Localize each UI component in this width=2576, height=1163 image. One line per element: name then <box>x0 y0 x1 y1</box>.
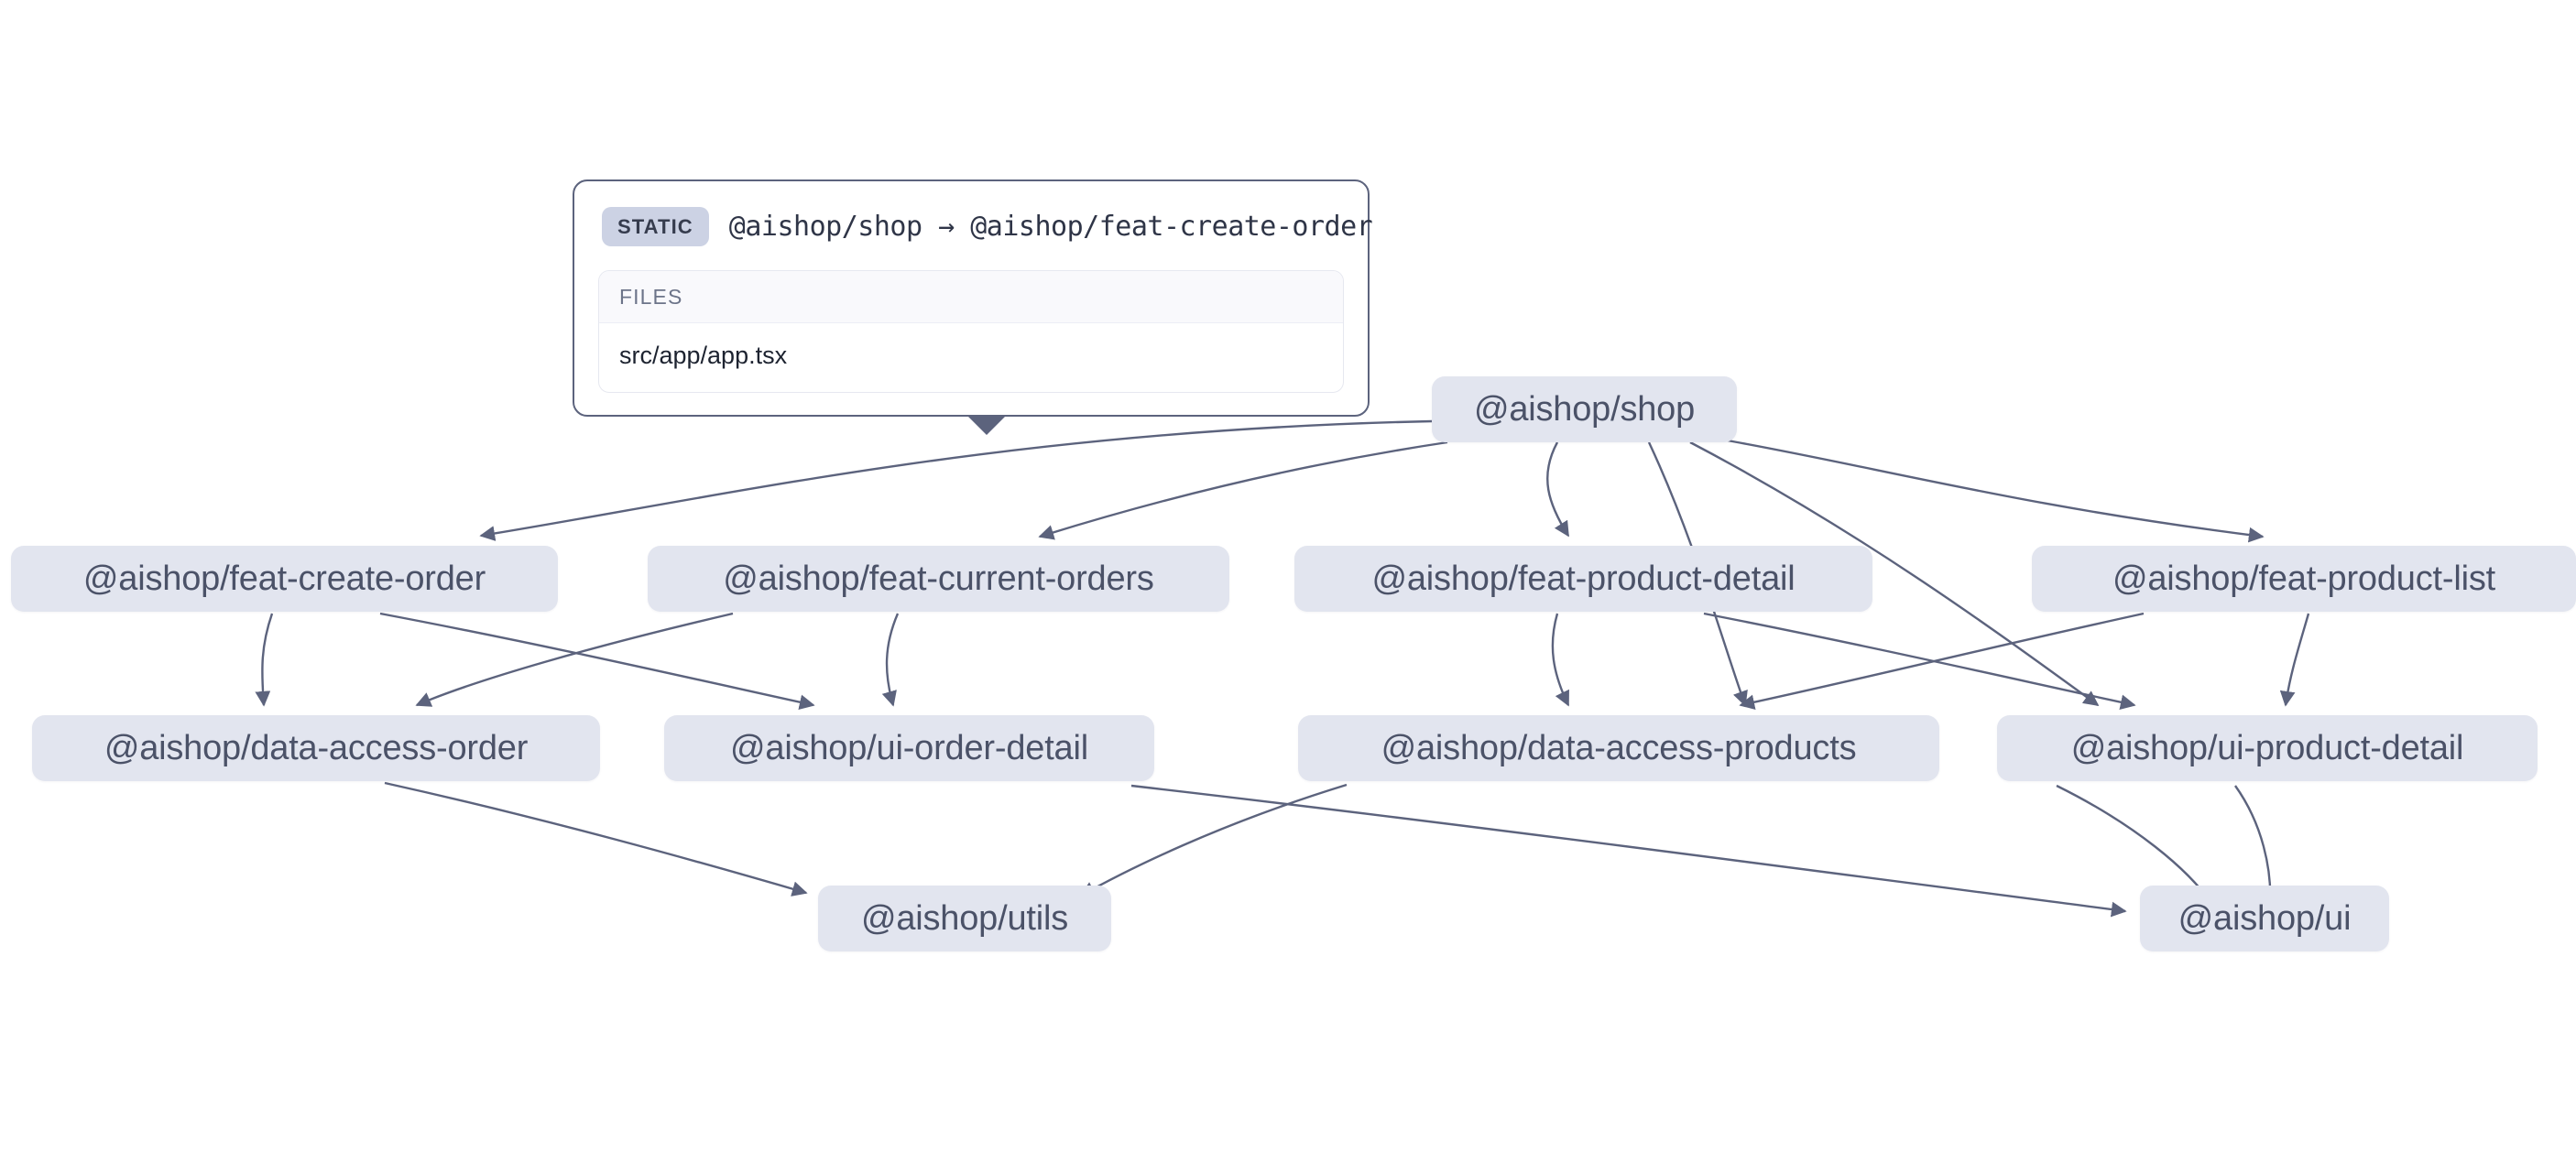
graph-node-feat-current-orders[interactable]: @aishop/feat-current-orders <box>648 546 1229 612</box>
edge-shop-to-feat-current-orders <box>1038 440 1448 540</box>
edge-detail-header: STATIC @aishop/shop → @aishop/feat-creat… <box>598 201 1373 254</box>
edge-feat-product-list-to-data-access-products <box>1739 612 2145 711</box>
edge-feat-current-orders-to-ui-order-detail <box>881 613 900 707</box>
graph-node-ui-order-detail[interactable]: @aishop/ui-order-detail <box>664 715 1154 781</box>
graph-node-feat-product-list[interactable]: @aishop/feat-product-list <box>2032 546 2576 612</box>
graph-node-feat-create-order[interactable]: @aishop/feat-create-order <box>11 546 558 612</box>
edge-data-access-products-to-utils <box>1079 783 1348 897</box>
edge-shop-to-feat-product-detail <box>1546 441 1570 538</box>
graph-node-utils[interactable]: @aishop/utils <box>818 886 1111 951</box>
graph-node-label: @aishop/ui <box>2178 899 2352 938</box>
graph-node-label: @aishop/shop <box>1473 390 1696 429</box>
graph-node-label: @aishop/feat-product-detail <box>1371 560 1796 598</box>
edge-feat-current-orders-to-data-access-order <box>415 612 734 707</box>
edge-shop-to-feat-product-list <box>1721 438 2265 543</box>
status-badge: STATIC <box>602 207 709 246</box>
graph-node-feat-product-detail[interactable]: @aishop/feat-product-detail <box>1294 546 1872 612</box>
files-column-header: FILES <box>599 271 1343 323</box>
edge-data-access-order-to-utils <box>384 781 808 897</box>
files-panel: FILES src/app/app.tsx <box>598 270 1344 393</box>
graph-node-label: @aishop/data-access-order <box>104 729 529 767</box>
tooltip-pointer-icon <box>966 415 1007 435</box>
edge-feat-create-order-to-ui-order-detail <box>379 612 815 710</box>
edge-feat-product-detail-to-ui-product-detail <box>1703 612 2136 711</box>
graph-node-label: @aishop/feat-product-list <box>2112 560 2495 598</box>
graph-node-label: @aishop/feat-create-order <box>82 560 486 598</box>
graph-node-data-access-order[interactable]: @aishop/data-access-order <box>32 715 600 781</box>
graph-node-label: @aishop/data-access-products <box>1381 729 1857 767</box>
edge-detail-title: @aishop/shop → @aishop/feat-create-order <box>728 211 1373 243</box>
edge-feat-create-order-to-data-access-order <box>255 613 274 707</box>
graph-node-label: @aishop/utils <box>860 899 1069 938</box>
edge-shop-to-feat-create-order <box>479 419 1433 541</box>
graph-node-data-access-products[interactable]: @aishop/data-access-products <box>1298 715 1939 781</box>
graph-node-label: @aishop/feat-current-orders <box>723 560 1154 598</box>
graph-node-label: @aishop/ui-product-detail <box>2070 729 2464 767</box>
edge-detail-card[interactable]: STATIC @aishop/shop → @aishop/feat-creat… <box>573 179 1373 435</box>
graph-node-ui-product-detail[interactable]: @aishop/ui-product-detail <box>1997 715 2538 781</box>
graph-node-ui[interactable]: @aishop/ui <box>2140 886 2389 951</box>
file-list-item[interactable]: src/app/app.tsx <box>619 342 788 369</box>
graph-node-label: @aishop/ui-order-detail <box>730 729 1088 767</box>
edge-feat-product-detail-to-data-access-products <box>1551 613 1570 707</box>
graph-node-shop[interactable]: @aishop/shop <box>1432 376 1737 442</box>
edge-feat-product-list-to-ui-product-detail <box>2279 613 2310 707</box>
edge-ui-order-detail-to-ui <box>1130 784 2127 918</box>
